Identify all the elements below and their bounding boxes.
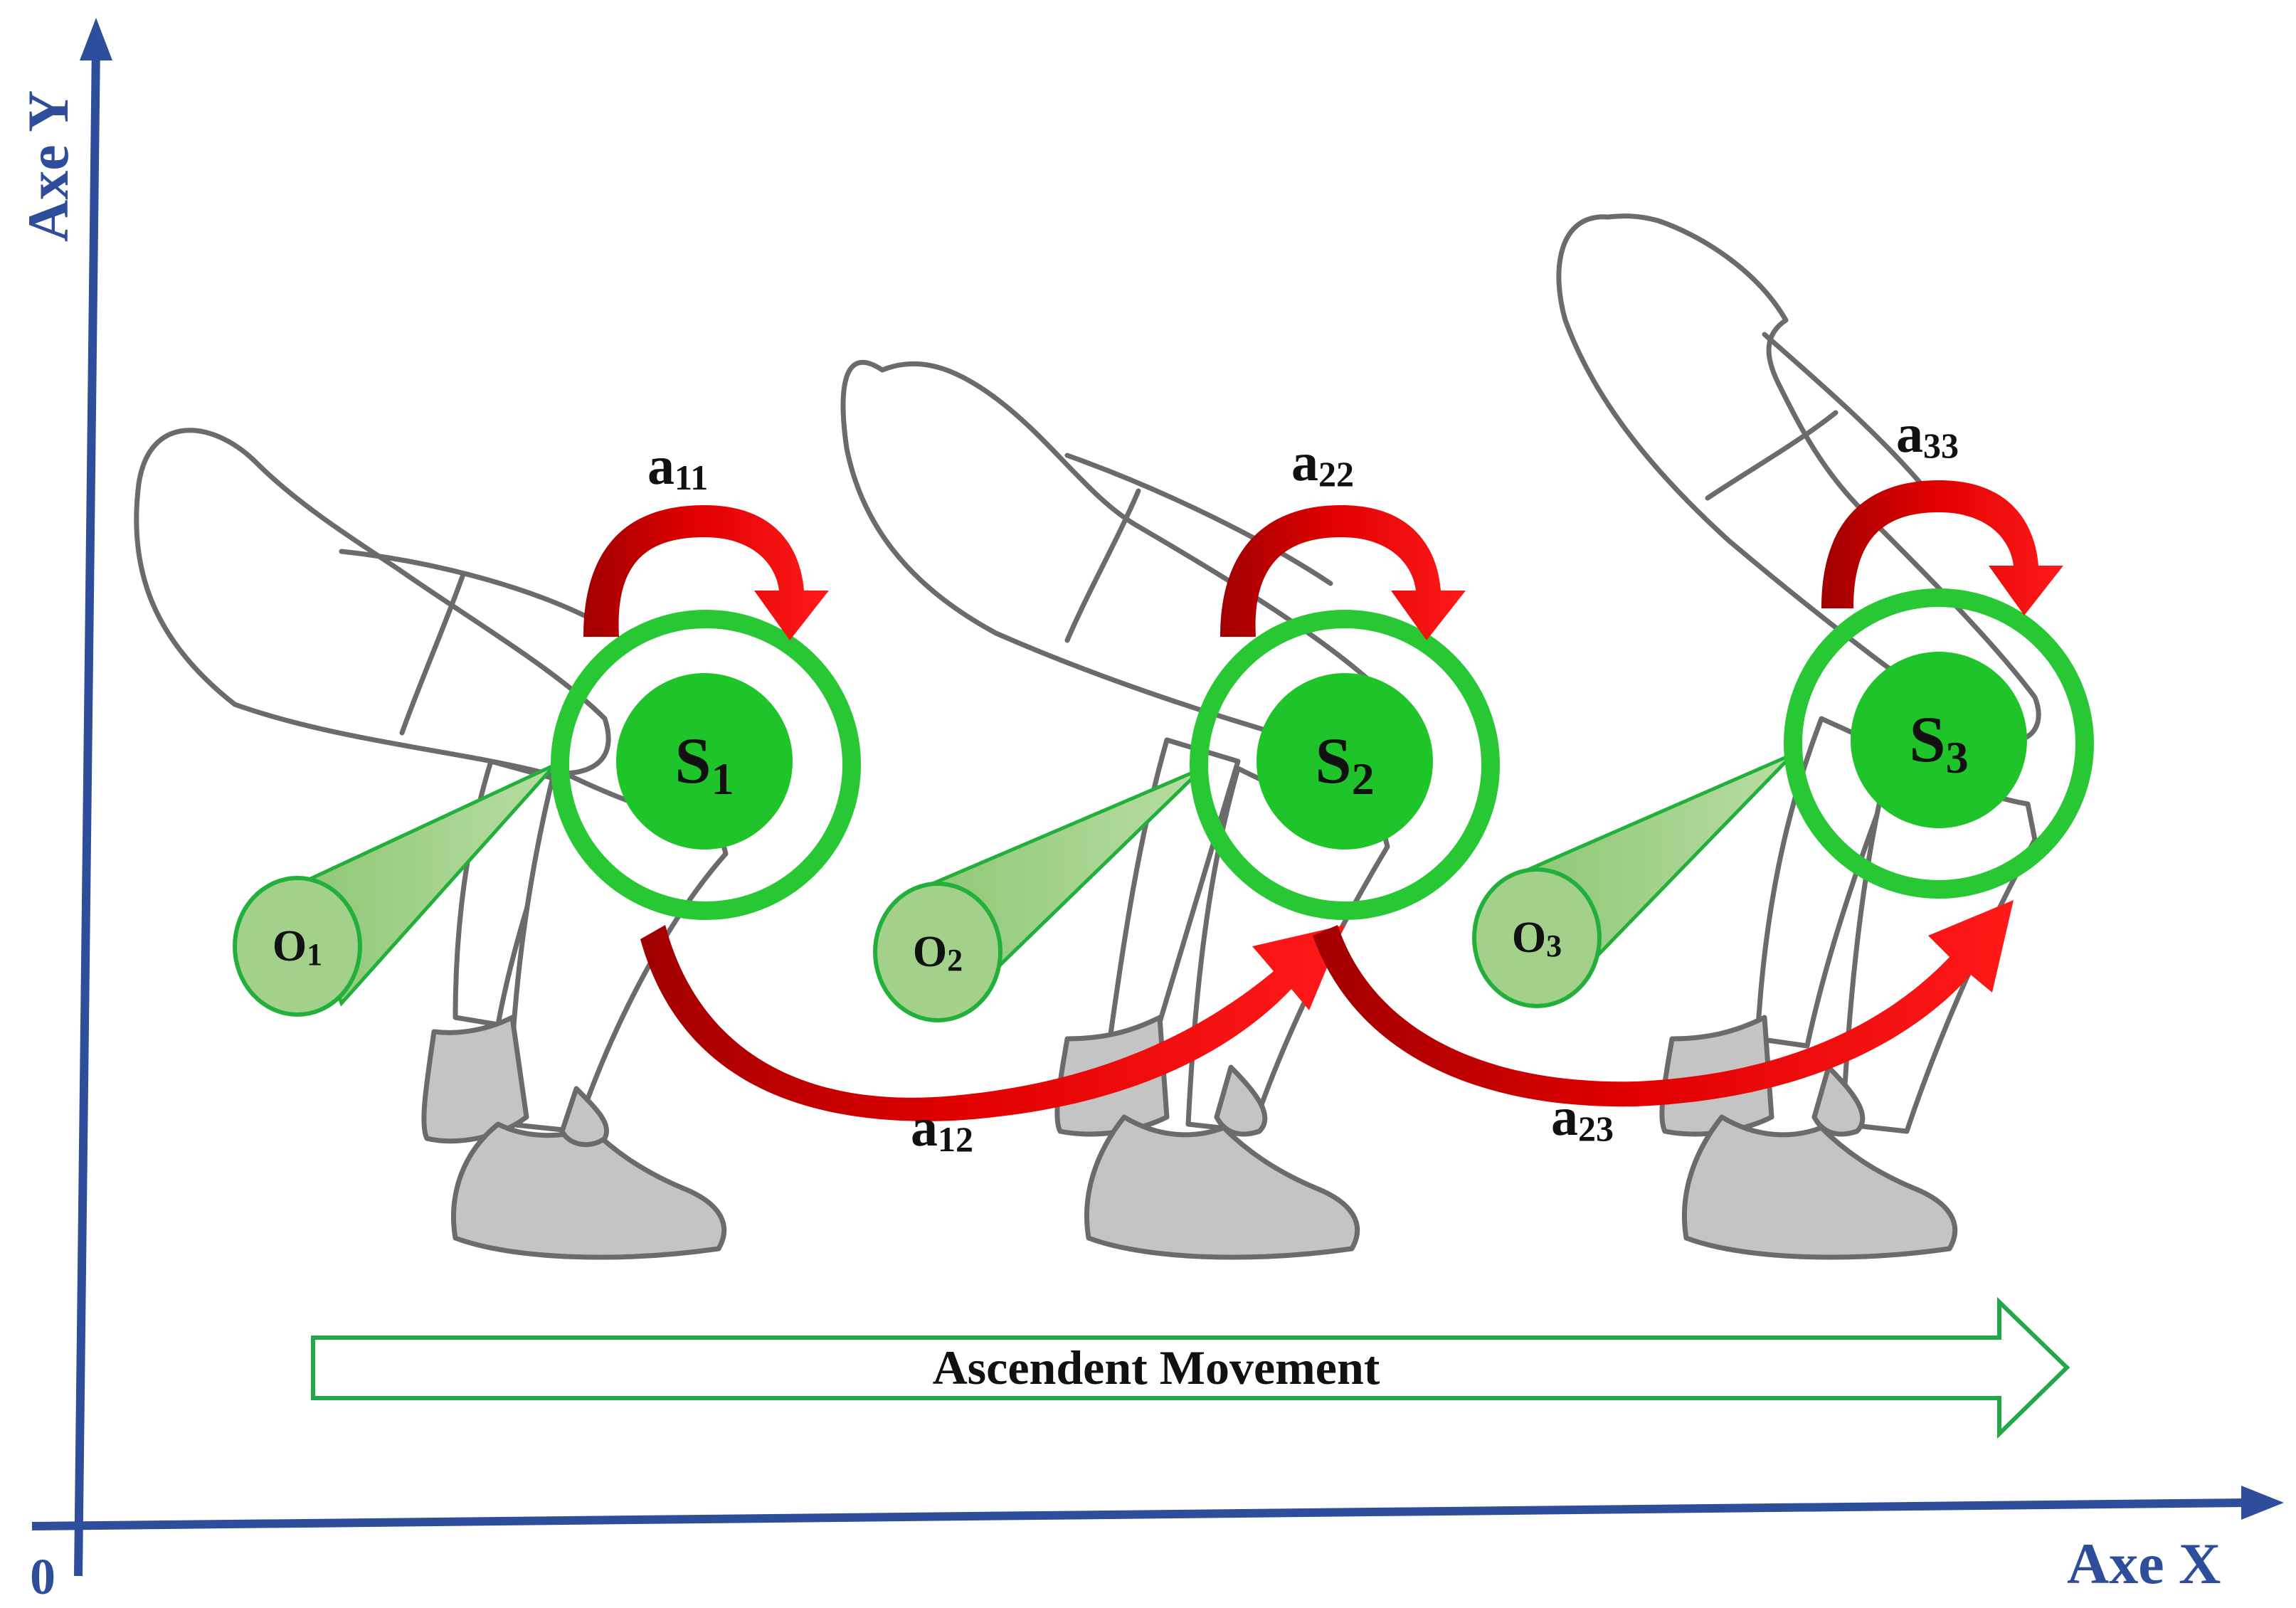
knee-line-1 (339, 549, 608, 629)
state-ring-1 (551, 610, 861, 920)
thigh-3 (1556, 213, 2041, 744)
state-letter-2: S (1315, 724, 1351, 797)
thigh-crease-1 (399, 573, 465, 736)
label-a22-index: 22 (1318, 454, 1354, 494)
self-transition-arrow-a33 (1821, 480, 2063, 615)
thigh-crease-3 (1705, 410, 1839, 501)
movement-label: Ascendent Movement (933, 1340, 1380, 1395)
observation-node-1 (233, 876, 362, 1017)
svg-text:S3: S3 (1909, 703, 1968, 783)
label-a23-index: 23 (1578, 1109, 1614, 1148)
shoe-front-heel-1 (559, 1086, 610, 1148)
state-ring-2 (1190, 610, 1500, 920)
state-1: S1 (551, 610, 861, 920)
self-transition-arrow-a22 (1220, 505, 1466, 640)
leg-figure-1 (134, 428, 729, 1260)
observation-letter-1: O (273, 922, 307, 970)
label-a12-index: 12 (938, 1119, 973, 1159)
label-a33-letter: a (1896, 404, 1923, 464)
observation-letter-3: O (1512, 914, 1546, 962)
y-axis-arrowhead (80, 18, 112, 60)
knee-line-2 (1064, 453, 1333, 586)
svg-text:O3: O3 (1512, 914, 1562, 963)
svg-text:a11: a11 (647, 436, 708, 497)
svg-text:a23: a23 (1551, 1087, 1614, 1148)
svg-text:a12: a12 (911, 1098, 973, 1159)
thigh-1 (134, 428, 611, 776)
x-axis-label: Axe X (2067, 1531, 2221, 1596)
svg-text:a33: a33 (1896, 404, 1959, 465)
label-a11-index: 11 (674, 457, 708, 497)
observation-1: O1 (233, 763, 556, 1017)
shin-back-3 (1755, 716, 1903, 1049)
label-a11-letter: a (647, 436, 674, 496)
x-axis (31, 1498, 2249, 1530)
y-axis (74, 42, 100, 1577)
svg-text:O1: O1 (273, 922, 322, 972)
svg-text:S1: S1 (674, 724, 734, 804)
label-a33-index: 33 (1923, 425, 1959, 465)
state-2: S2 (1190, 610, 1500, 920)
shoe-front-3 (1682, 1114, 1958, 1260)
self-transition-arrow-a11 (583, 505, 829, 640)
state-ring-3 (1784, 588, 2094, 899)
axes: Axe Y Axe X 0 (16, 18, 2284, 1605)
origin-label: 0 (30, 1548, 55, 1605)
state-core-3 (1851, 652, 2027, 828)
shoe-front-heel-2 (1214, 1064, 1268, 1137)
shoe-front-2 (1084, 1114, 1360, 1260)
svg-text:a22: a22 (1291, 433, 1354, 494)
state-3: S3 (1784, 588, 2094, 899)
observation-node-3 (1472, 867, 1602, 1008)
observation-index-3: 3 (1546, 929, 1562, 963)
state-letter-3: S (1909, 703, 1945, 776)
svg-text:S2: S2 (1315, 724, 1374, 804)
observation-3: O3 (1472, 752, 1794, 1008)
label-a23-letter: a (1551, 1087, 1578, 1147)
observation-letter-2: O (913, 928, 947, 976)
y-axis-label: Axe Y (16, 90, 80, 242)
transition-arrow-a23 (1313, 900, 2014, 1107)
state-index-3: 3 (1946, 732, 1969, 783)
state-index-2: 2 (1352, 753, 1375, 804)
knee-line-3 (1762, 332, 1924, 487)
observation-index-1: 1 (307, 937, 322, 972)
transition-arrow-a12 (640, 925, 1345, 1121)
shoe-back-1 (421, 1015, 529, 1144)
shoe-front-heel-3 (1811, 1064, 1866, 1137)
state-core-1 (616, 673, 793, 850)
x-axis-arrowhead (2241, 1486, 2284, 1520)
observation-index-2: 2 (947, 943, 963, 978)
state-index-1: 1 (711, 753, 734, 804)
label-a22-letter: a (1291, 433, 1318, 492)
thigh-crease-2 (1064, 488, 1141, 643)
observation-node-2 (873, 882, 1002, 1022)
movement-arrow: Ascendent Movement (311, 1296, 2070, 1439)
state-core-2 (1257, 673, 1433, 850)
label-a12-letter: a (911, 1098, 938, 1158)
observation-2: O2 (873, 766, 1204, 1022)
state-letter-1: S (674, 724, 711, 797)
svg-text:O2: O2 (913, 928, 963, 978)
